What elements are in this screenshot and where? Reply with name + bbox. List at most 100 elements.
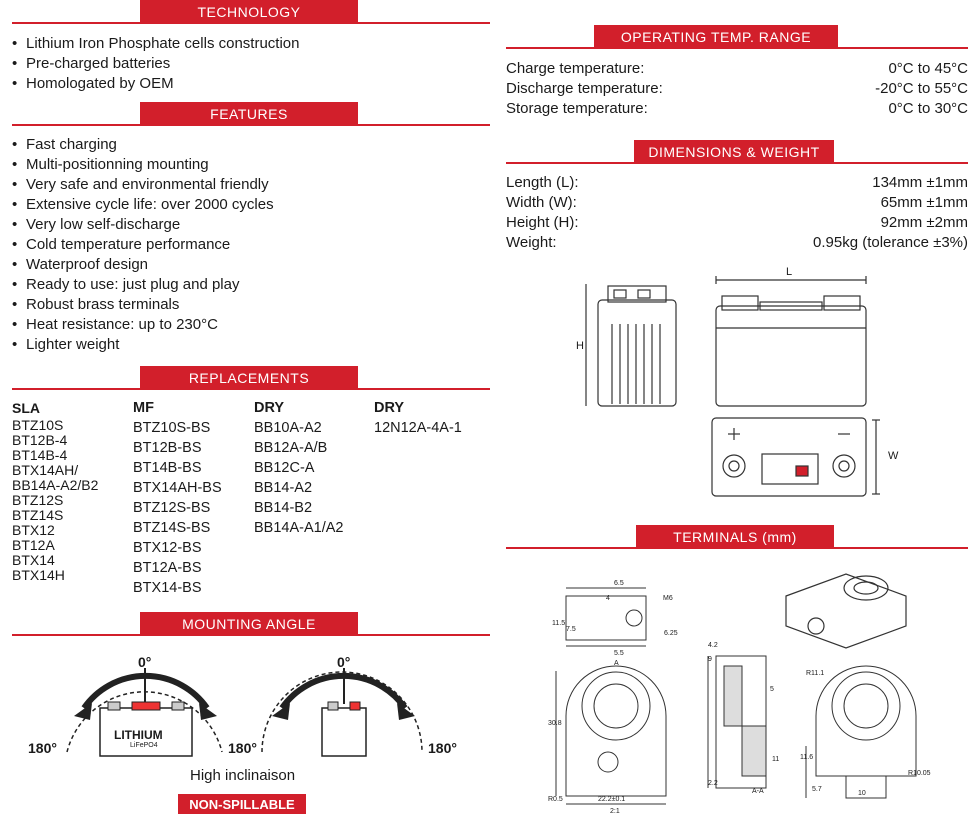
dimension-label-h: H — [576, 340, 584, 352]
replacements-col-sla: SLA BTZ10S BT12B-4 BT14B-4 BTX14AH/ BB14… — [12, 398, 98, 583]
terminal-dim-r05: R0.5 — [548, 796, 563, 803]
replacements-col-dry-2: DRY 12N12A-4A-1 — [374, 398, 462, 438]
list-item: Lighter weight — [12, 335, 274, 355]
terminal-dim-scale: 2:1 — [610, 808, 620, 815]
terminal-top-view — [565, 587, 647, 647]
list-item: Fast charging — [12, 135, 274, 155]
list-item: Cold temperature performance — [12, 235, 274, 255]
list-item: BTZ14S-BS — [133, 520, 211, 536]
column-head: MF — [133, 400, 154, 416]
terminal-dim-4-2: 4.2 — [708, 642, 718, 649]
technology-list: Lithium Iron Phosphate cells constructio… — [12, 34, 299, 94]
battery-dimension-drawing — [585, 276, 880, 497]
dimensions-header: DIMENSIONS & WEIGHT — [506, 140, 968, 164]
terminal-dim-5-5: 5.5 — [614, 650, 624, 657]
mounting-left-dome — [66, 668, 223, 757]
list-item: BTX14H — [12, 567, 65, 583]
terminal-section-view — [707, 655, 767, 789]
features-list: Fast charging Multi-positionning mountin… — [12, 135, 274, 355]
list-item: BTX14AH/ — [12, 462, 79, 478]
terminal-dim-aa: A-A — [752, 788, 764, 795]
table-row: Weight:0.95kg (tolerance ±3%) — [506, 234, 968, 251]
terminal-dim-4: 4 — [606, 595, 610, 602]
list-item: BT12A — [12, 537, 55, 553]
replacements-col-mf: MF BTZ10S-BS BT12B-BS BT14B-BS BTX14AH-B… — [133, 398, 222, 598]
list-item: Pre-charged batteries — [12, 54, 299, 74]
terminal-dim-5-7: 5.7 — [812, 786, 822, 793]
list-item: BT12B-4 — [12, 432, 68, 448]
terminal-front-view — [555, 665, 667, 805]
list-item: Robust brass terminals — [12, 295, 274, 315]
table-row: Width (W):65mm ±1mm — [506, 194, 968, 211]
replacements-header: REPLACEMENTS — [12, 366, 490, 390]
terminal-dim-6-5: 6.5 — [614, 580, 624, 587]
dimensions-table: Length (L):134mm ±1mm Width (W):65mm ±1m… — [506, 173, 968, 253]
list-item: BTX14-BS — [133, 580, 202, 596]
list-item: BTX14AH-BS — [133, 480, 222, 496]
list-item: BTZ10S — [12, 417, 64, 433]
list-item: BTX12-BS — [133, 540, 202, 556]
table-row: Storage temperature:0°C to 30°C — [506, 100, 968, 117]
list-item: BTZ14S — [12, 507, 64, 523]
table-row: Length (L):134mm ±1mm — [506, 174, 968, 191]
terminal-dim-r11: R11.1 — [806, 670, 825, 677]
operating-title: OPERATING TEMP. RANGE — [594, 25, 838, 49]
replacements-title: REPLACEMENTS — [140, 366, 358, 390]
column-head: DRY — [374, 400, 405, 416]
list-item: BTZ12S-BS — [133, 500, 211, 516]
column-head: SLA — [12, 400, 40, 416]
list-item: BB12A-A/B — [254, 440, 328, 456]
terminals-title: TERMINALS (mm) — [636, 525, 834, 549]
terminal-dim-7-5: 7.5 — [566, 626, 576, 633]
table-row: Height (H):92mm ±2mm — [506, 214, 968, 231]
list-item: 12N12A-4A-1 — [374, 420, 462, 436]
non-spillable-badge: NON-SPILLABLE — [178, 794, 306, 814]
list-item: BB14A-A2/B2 — [12, 477, 99, 493]
terminal-dim-6-25: 6.25 — [664, 630, 678, 637]
terminal-dim-m6: M6 — [663, 595, 673, 602]
list-item: BT14B-BS — [133, 460, 202, 476]
dimension-label-w: W — [888, 450, 899, 462]
mounting-180-right: 180° — [428, 740, 457, 756]
mounting-title: MOUNTING ANGLE — [140, 612, 358, 636]
terminal-dim-r10: R10.05 — [908, 770, 931, 777]
mounting-180-left: 180° — [28, 740, 57, 756]
list-item: Lithium Iron Phosphate cells constructio… — [12, 34, 299, 54]
list-item: Very low self-discharge — [12, 215, 274, 235]
terminal-dim-11: 11 — [772, 756, 780, 763]
battery-front-view — [715, 276, 867, 407]
terminal-dim-5: 5 — [770, 686, 774, 693]
list-item: BT12A-BS — [133, 560, 202, 576]
features-title: FEATURES — [140, 102, 358, 126]
mounting-180-mid: 180° — [228, 740, 257, 756]
mounting-angle-illustration — [66, 668, 423, 757]
terminal-3d-view — [785, 573, 907, 649]
terminal-side-view — [805, 665, 917, 799]
list-item: Extensive cycle life: over 2000 cycles — [12, 195, 274, 215]
replacements-col-dry: DRY BB10A-A2 BB12A-A/B BB12C-A BB14-A2 B… — [254, 398, 343, 538]
terminal-dim-30-8: 30.8 — [548, 720, 562, 727]
table-row: Charge temperature:0°C to 45°C — [506, 60, 968, 77]
list-item: Very safe and environmental friendly — [12, 175, 274, 195]
technology-title: TECHNOLOGY — [140, 0, 358, 24]
terminal-dim-10: 10 — [858, 790, 866, 797]
battery-sublabel: LiFePO4 — [130, 742, 158, 749]
list-item: BTX12 — [12, 522, 55, 538]
features-header: FEATURES — [12, 102, 490, 126]
mounting-zero-right: 0° — [337, 654, 351, 670]
dimensions-title: DIMENSIONS & WEIGHT — [634, 140, 834, 164]
technology-header: TECHNOLOGY — [12, 0, 490, 24]
terminals-header: TERMINALS (mm) — [506, 525, 968, 549]
list-item: BTZ10S-BS — [133, 420, 211, 436]
terminal-dim-22-2: 22.2±0.1 — [598, 796, 626, 803]
operating-header: OPERATING TEMP. RANGE — [506, 25, 968, 49]
column-head: DRY — [254, 400, 285, 416]
list-item: Heat resistance: up to 230°C — [12, 315, 274, 335]
list-item: Ready to use: just plug and play — [12, 275, 274, 295]
dimension-label-l: L — [786, 266, 793, 278]
list-item: BTX14 — [12, 552, 55, 568]
terminal-dim-a: A — [614, 660, 619, 667]
operating-table: Charge temperature:0°C to 45°C Discharge… — [506, 59, 968, 119]
list-item: BB14A-A1/A2 — [254, 520, 344, 536]
mounting-right-dome — [261, 668, 423, 757]
